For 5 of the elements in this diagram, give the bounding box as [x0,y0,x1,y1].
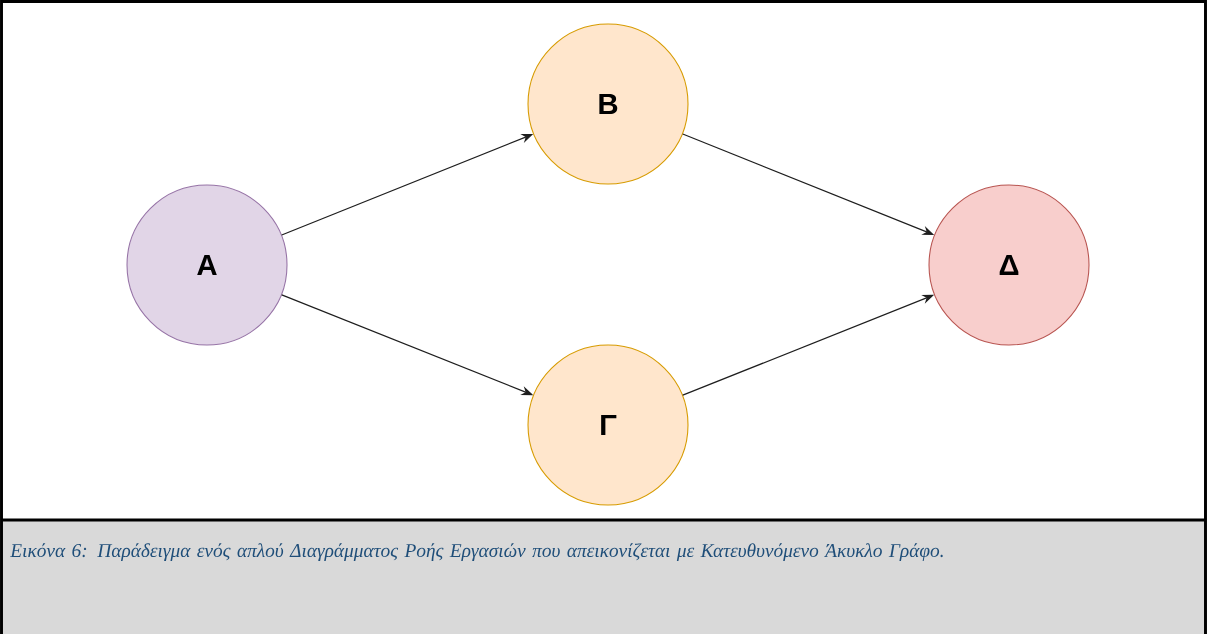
caption: Εικόνα 6: Παράδειγμα ενός απλού Διαγράμματος Ροής Εργασιών που απεικονίζεται με Κατευθυνόμενο Άκυκλο Γράφο. [10,543,943,561]
circle-node: Γ [527,344,689,506]
circle-node: Δ [928,184,1090,346]
circle-node: Β [527,23,689,185]
circle-node: Α [126,184,288,346]
